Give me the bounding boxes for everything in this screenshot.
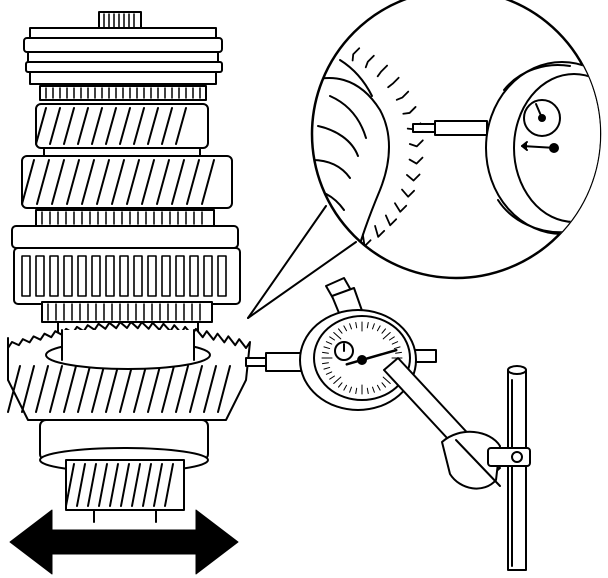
top-washers	[23, 27, 223, 85]
dial-needle	[345, 348, 398, 366]
stand-post	[507, 365, 527, 571]
detail-indicator-plunger	[412, 120, 488, 136]
pinion-gear	[65, 459, 185, 523]
magnetic-stand-icon	[383, 357, 531, 571]
lower-washer	[41, 301, 213, 323]
indicator-plunger	[245, 352, 309, 372]
synchro-ring-lower	[35, 209, 215, 227]
spacer-1	[43, 147, 201, 157]
spur-gear	[13, 247, 241, 305]
gear-stack	[7, 11, 251, 523]
magnified-detail-circle	[310, 0, 602, 280]
synchro-ring-upper	[39, 85, 207, 101]
double-headed-horizontal-arrow	[9, 509, 239, 575]
dial-indicator	[245, 277, 437, 411]
detail-dial-gauge	[485, 61, 600, 235]
hub-flange	[11, 225, 239, 249]
helical-gear-middle	[21, 155, 233, 209]
callout-pointer	[247, 205, 357, 319]
stand-clamp	[441, 430, 531, 490]
helical-gear-large	[7, 321, 251, 421]
helical-gear-upper	[35, 103, 209, 149]
